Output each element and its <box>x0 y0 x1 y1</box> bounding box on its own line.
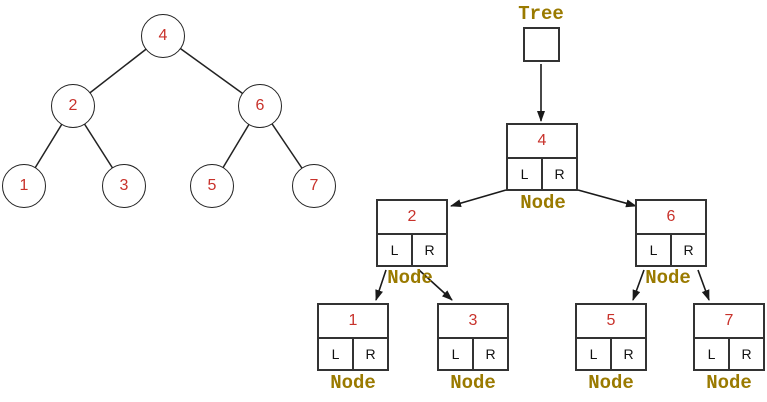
right-pointer-cell: R <box>741 346 752 362</box>
right-pointer-cell: R <box>554 166 565 182</box>
tree-circle-value: 2 <box>68 97 78 114</box>
left-pointer-cell: L <box>439 339 474 369</box>
tree-circle-6: 6 <box>238 84 282 128</box>
pointer-arrows <box>375 64 710 301</box>
arrow-2-to-3 <box>418 269 453 301</box>
tree-circle-2: 2 <box>51 84 95 128</box>
tree-circle-value: 5 <box>207 177 217 194</box>
node-box-4: 4 L R <box>506 123 578 191</box>
tree-circle-value: 1 <box>19 177 29 194</box>
arrow-6-to-5 <box>632 269 645 301</box>
tree-circle-3: 3 <box>102 164 146 208</box>
node-box-2: 2 L R <box>376 199 448 267</box>
node-value: 3 <box>439 305 507 339</box>
node-value: 5 <box>577 305 645 339</box>
right-pointer-cell: R <box>623 346 634 362</box>
right-pointer-cell: R <box>424 242 435 258</box>
node-value: 7 <box>695 305 763 339</box>
left-pointer-cell: L <box>577 339 612 369</box>
node-value: 6 <box>637 201 705 235</box>
node-value: 2 <box>378 201 446 235</box>
tree-circle-value: 3 <box>119 177 129 194</box>
node-box-6: 6 L R <box>635 199 707 267</box>
tree-circle-1: 1 <box>2 164 46 208</box>
left-pointer-cell: L <box>378 235 413 265</box>
node-box-7: 7 L R <box>693 303 765 371</box>
node-caption: Node <box>588 372 634 394</box>
left-pointer-cell: L <box>695 339 730 369</box>
right-pointer-cell: R <box>485 346 496 362</box>
node-value: 4 <box>508 125 576 159</box>
arrow-4-to-6 <box>577 189 637 208</box>
left-pointer-cell: L <box>508 159 543 189</box>
right-pointer-cell: R <box>365 346 376 362</box>
tree-circle-7: 7 <box>292 164 336 208</box>
node-box-5: 5 L R <box>575 303 647 371</box>
node-caption: Node <box>387 267 433 289</box>
tree-circle-5: 5 <box>190 164 234 208</box>
tree-circle-value: 7 <box>309 177 319 194</box>
node-caption: Node <box>645 267 691 289</box>
node-caption: Node <box>706 372 752 394</box>
tree-circle-4: 4 <box>141 14 185 58</box>
node-box-3: 3 L R <box>437 303 509 371</box>
left-pointer-cell: L <box>637 235 672 265</box>
tree-circle-value: 6 <box>255 97 265 114</box>
left-pointer-cell: L <box>319 339 354 369</box>
right-pointer-cell: R <box>683 242 694 258</box>
node-value: 1 <box>319 305 387 339</box>
tree-pointer-label: Tree <box>518 3 564 25</box>
node-box-1: 1 L R <box>317 303 389 371</box>
tree-circle-value: 4 <box>158 27 168 44</box>
arrow-4-to-2 <box>450 189 507 208</box>
arrow-6-to-7 <box>697 269 710 301</box>
tree-pointer-square <box>523 27 560 62</box>
node-caption: Node <box>520 192 566 214</box>
node-caption: Node <box>450 372 496 394</box>
node-caption: Node <box>330 372 376 394</box>
arrow-2-to-1 <box>375 269 387 301</box>
